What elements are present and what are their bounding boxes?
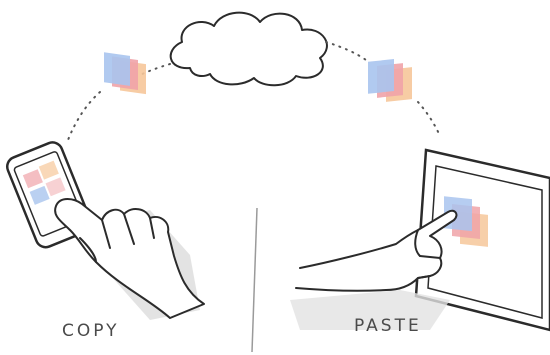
copy-label: COPY — [62, 321, 120, 341]
clipboard-stack-icon — [368, 59, 412, 102]
hand-shadow-right — [290, 290, 450, 330]
transfer-path-left — [67, 63, 171, 141]
cloud-icon — [169, 11, 328, 87]
divider — [251, 207, 258, 353]
hand-right — [295, 209, 458, 292]
paste-label: PASTE — [354, 316, 422, 336]
hand-left — [54, 198, 205, 319]
transfer-path-right — [325, 41, 441, 137]
pasted-cards — [444, 196, 488, 247]
clipboard-stack-icon — [104, 52, 146, 95]
